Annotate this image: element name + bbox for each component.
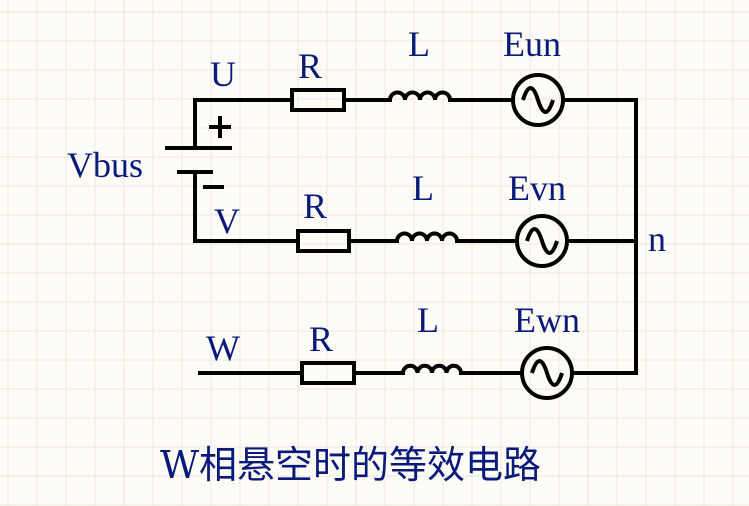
sine-wave-icon — [521, 86, 555, 114]
label-node-n: n — [648, 219, 666, 259]
inductor-w — [401, 363, 463, 374]
label-inductor-u: L — [408, 24, 430, 64]
label-node-w: W — [206, 328, 240, 368]
resistor-v — [296, 229, 351, 253]
label-vbus: Vbus — [67, 145, 143, 185]
ac-source-u — [511, 73, 565, 127]
battery-vbus — [165, 116, 232, 189]
inductor-v — [395, 231, 459, 242]
label-inductor-w: L — [417, 300, 439, 340]
sine-wave-icon — [530, 359, 564, 387]
label-node-u: U — [210, 54, 236, 94]
sine-wave-icon — [525, 227, 559, 255]
resistor-w — [300, 361, 356, 385]
wires — [193, 98, 638, 375]
resistor-u — [290, 88, 346, 112]
label-source-w: Ewn — [514, 300, 580, 340]
label-source-u: Eun — [503, 24, 561, 64]
label-resistor-w: R — [309, 319, 333, 359]
ac-source-v — [515, 214, 569, 268]
ac-source-w — [520, 346, 574, 400]
label-resistor-v: R — [303, 186, 327, 226]
label-inductor-v: L — [412, 168, 434, 208]
label-source-v: Evn — [508, 168, 566, 208]
label-node-v: V — [214, 201, 240, 241]
label-resistor-u: R — [298, 46, 322, 86]
inductor-u — [388, 90, 452, 101]
diagram-caption: W相悬空时的等效电路 — [160, 443, 541, 487]
